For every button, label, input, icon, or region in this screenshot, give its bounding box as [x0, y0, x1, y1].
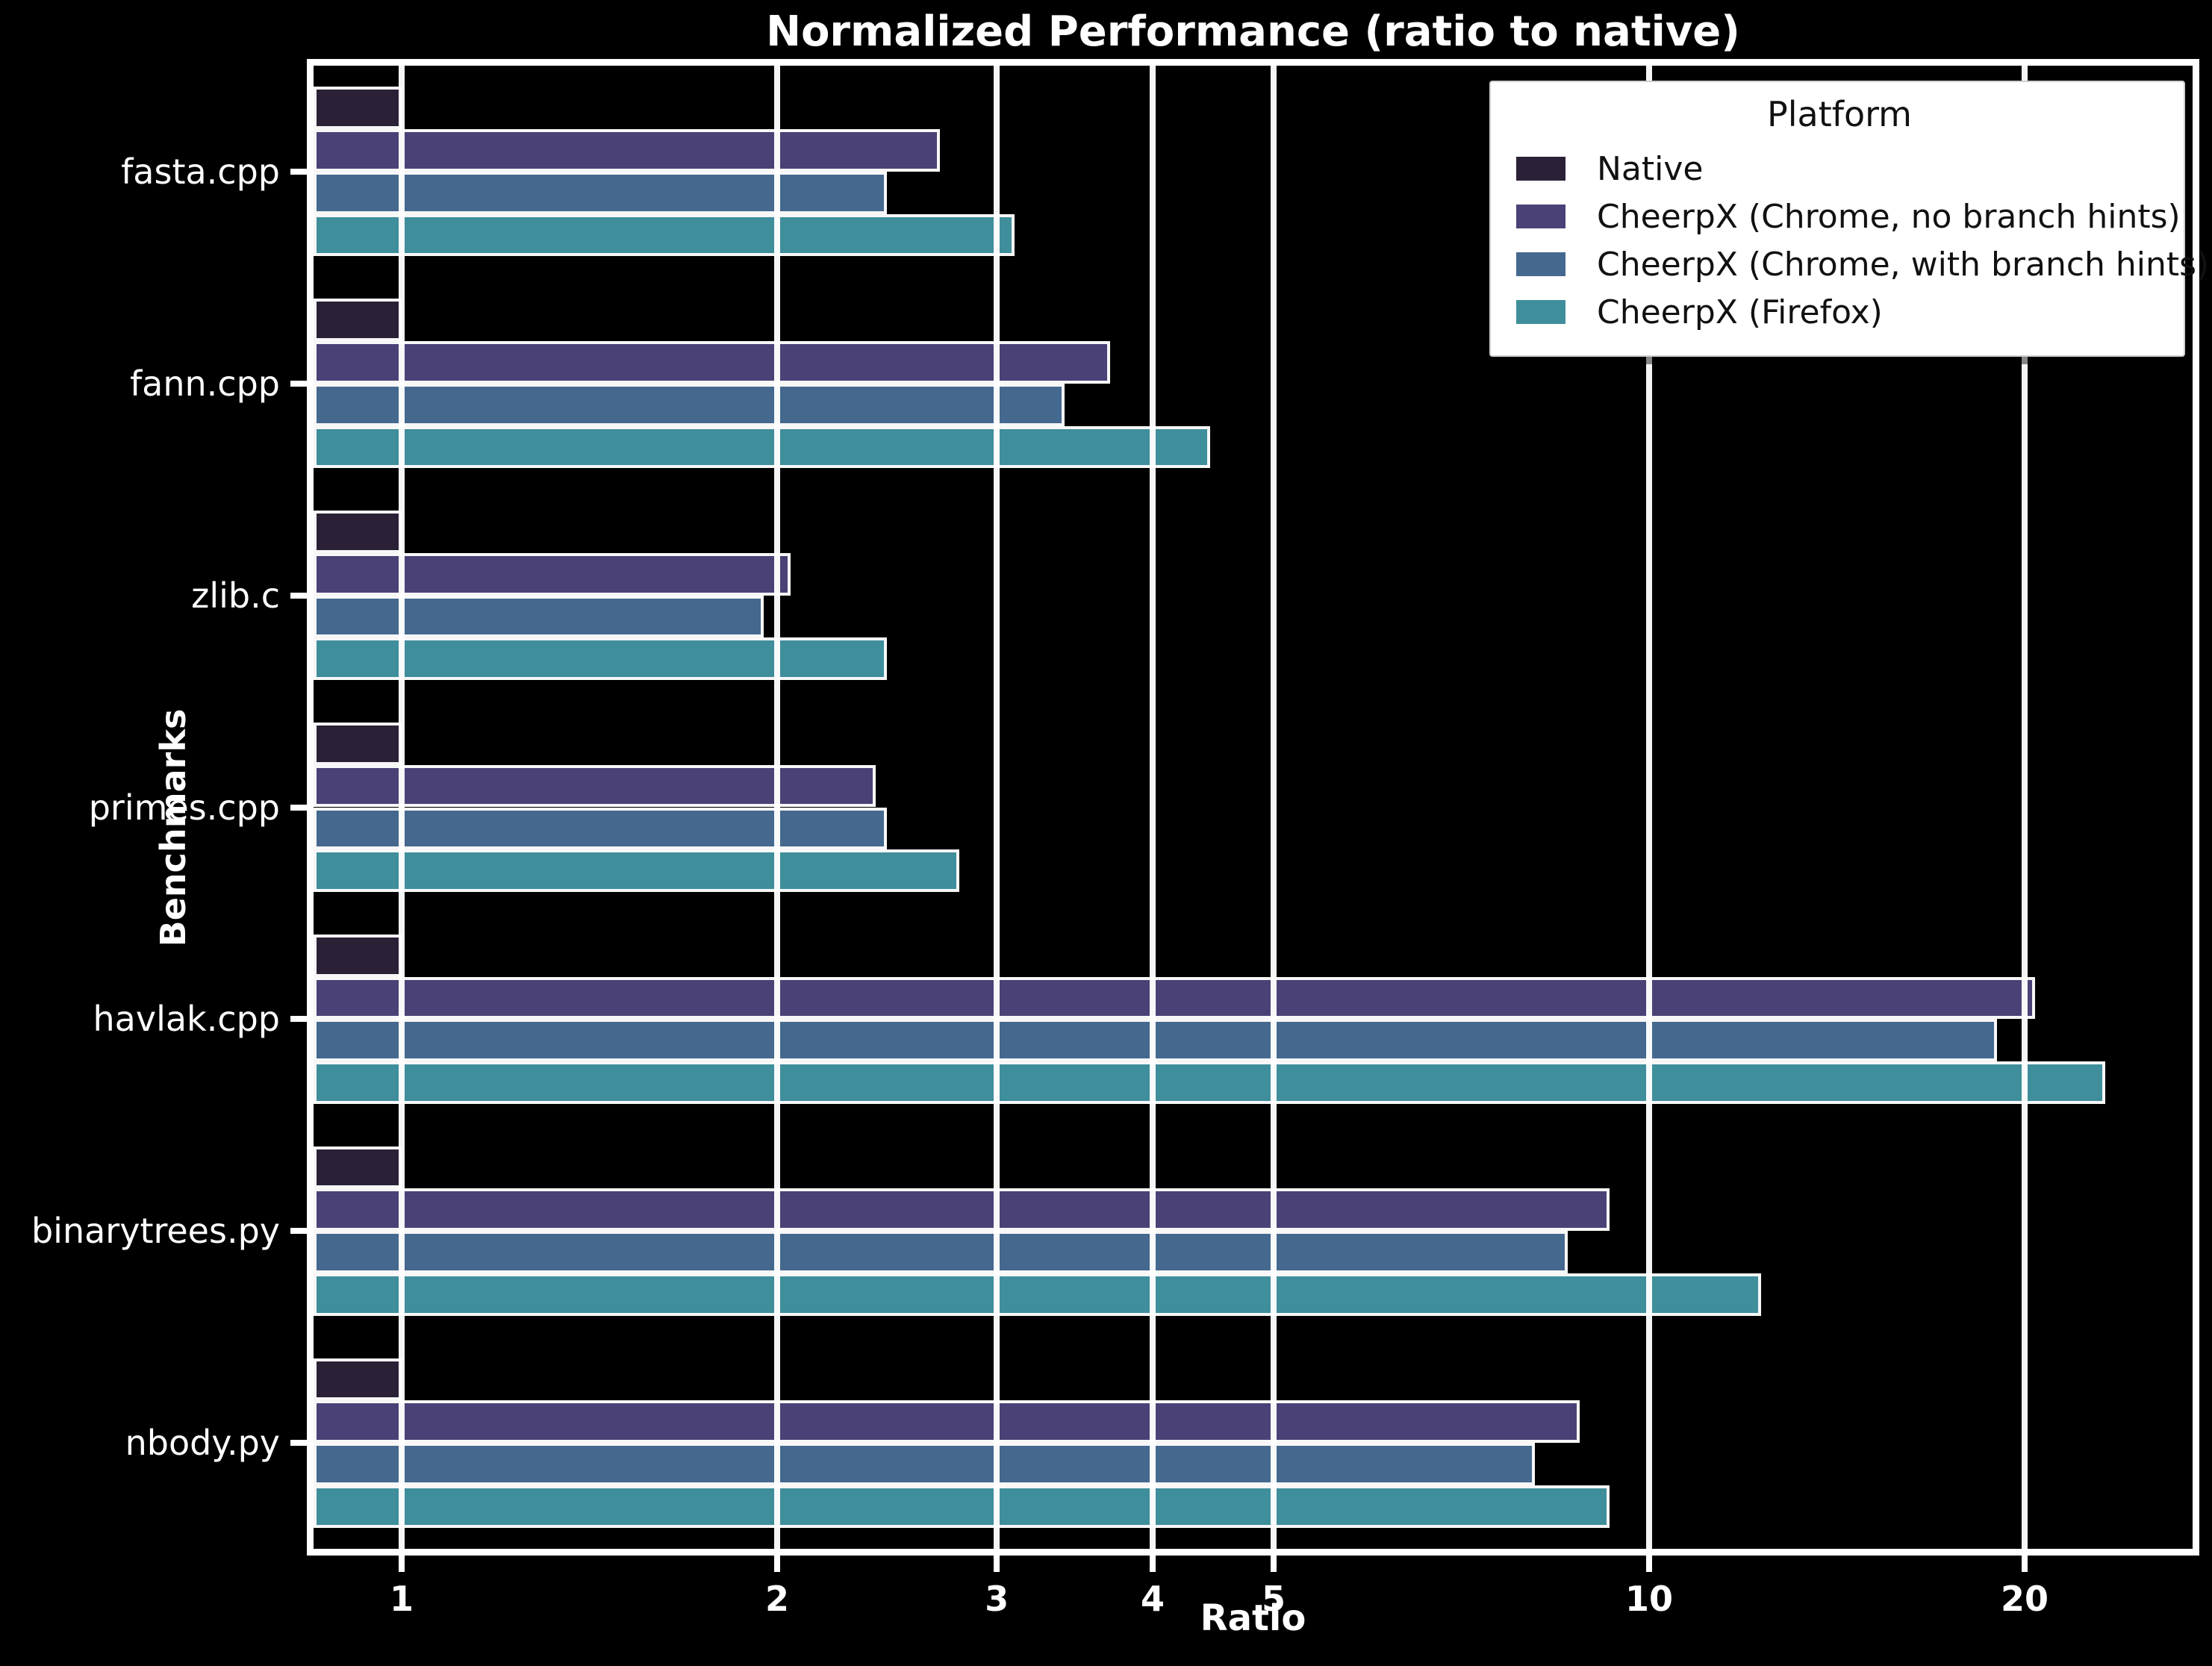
- x-tick-label: 4: [1141, 1579, 1165, 1619]
- bar: [314, 849, 960, 893]
- y-tick-mark: [290, 380, 307, 387]
- legend-item-label: CheerpX (Chrome, no branch hints): [1597, 197, 2181, 236]
- y-tick-label: nbody.py: [125, 1423, 280, 1464]
- bar: [314, 722, 402, 765]
- x-tick-mark: [399, 1556, 405, 1572]
- bar: [314, 552, 791, 596]
- bar: [314, 1273, 1762, 1316]
- x-tick-mark: [994, 1556, 1000, 1572]
- y-tick-label: fann.cpp: [129, 363, 280, 404]
- y-tick-mark: [290, 1440, 307, 1447]
- bar: [314, 511, 402, 553]
- bar: [314, 87, 402, 130]
- y-tick-label: binarytrees.py: [31, 1211, 280, 1252]
- bar: [314, 764, 876, 808]
- bar: [314, 1400, 1580, 1444]
- y-tick-mark: [290, 804, 307, 811]
- legend-swatch: [1516, 252, 1565, 276]
- bar: [314, 1188, 1610, 1232]
- y-tick-label: fasta.cpp: [121, 151, 280, 192]
- bar: [314, 299, 402, 341]
- legend-swatch: [1516, 300, 1565, 324]
- y-tick-mark: [290, 592, 307, 599]
- bar: [314, 171, 888, 214]
- gridline: [774, 66, 781, 1549]
- legend-item-label: CheerpX (Firefox): [1597, 293, 1883, 331]
- bar: [314, 934, 402, 977]
- x-tick-mark: [1150, 1556, 1156, 1572]
- bar: [314, 595, 764, 638]
- bar: [314, 1146, 402, 1189]
- legend-item-label: Native: [1597, 149, 1704, 188]
- y-tick-mark: [290, 168, 307, 175]
- bar: [314, 425, 1211, 469]
- x-tick-label: 1: [389, 1579, 414, 1619]
- bar: [314, 1443, 1536, 1485]
- x-tick-mark: [774, 1556, 781, 1572]
- bar: [314, 807, 888, 850]
- bar: [314, 1061, 2105, 1104]
- legend-item: CheerpX (Chrome, no branch hints): [1516, 193, 2181, 240]
- x-tick-mark: [2022, 1556, 2028, 1572]
- y-tick-label: havlak.cpp: [93, 999, 280, 1040]
- bar: [314, 383, 1065, 426]
- x-tick-mark: [1646, 1556, 1652, 1572]
- x-axis-label: Ratio: [1200, 1597, 1306, 1639]
- bar: [314, 1231, 1568, 1273]
- gridline: [1150, 66, 1156, 1549]
- x-tick-label: 3: [985, 1579, 1009, 1619]
- legend-item: Native: [1516, 145, 2163, 193]
- bar: [314, 341, 1111, 384]
- legend-item-label: CheerpX (Chrome, with branch hints): [1597, 245, 2210, 284]
- y-tick-mark: [290, 1228, 307, 1235]
- y-tick-label: zlib.c: [191, 575, 280, 616]
- gridline: [2022, 66, 2028, 1549]
- plot-frame: [307, 59, 2199, 1556]
- gridline: [399, 66, 405, 1549]
- bar: [314, 129, 940, 172]
- y-tick-mark: [290, 1016, 307, 1023]
- x-tick-label: 2: [765, 1579, 790, 1619]
- x-tick-label: 5: [1261, 1579, 1286, 1619]
- x-tick-mark: [1270, 1556, 1277, 1572]
- bar: [314, 213, 1015, 257]
- legend-swatch: [1516, 157, 1565, 181]
- bar: [314, 637, 888, 681]
- bar: [314, 1485, 1610, 1528]
- bar: [314, 976, 2036, 1020]
- gridline: [1270, 66, 1277, 1549]
- legend-item: CheerpX (Firefox): [1516, 288, 2163, 336]
- x-tick-label: 10: [1624, 1579, 1674, 1619]
- chart-title: Normalized Performance (ratio to native): [766, 7, 1740, 56]
- gridline: [1646, 66, 1652, 1549]
- x-tick-label: 20: [2001, 1579, 2049, 1619]
- legend-swatch: [1516, 205, 1565, 228]
- y-tick-label: primes.cpp: [88, 787, 280, 828]
- gridline: [994, 66, 1000, 1549]
- y-axis-label: Benchmarks: [153, 708, 193, 947]
- legend-item: CheerpX (Chrome, with branch hints): [1516, 240, 2209, 288]
- legend-title: Platform: [1767, 94, 1912, 134]
